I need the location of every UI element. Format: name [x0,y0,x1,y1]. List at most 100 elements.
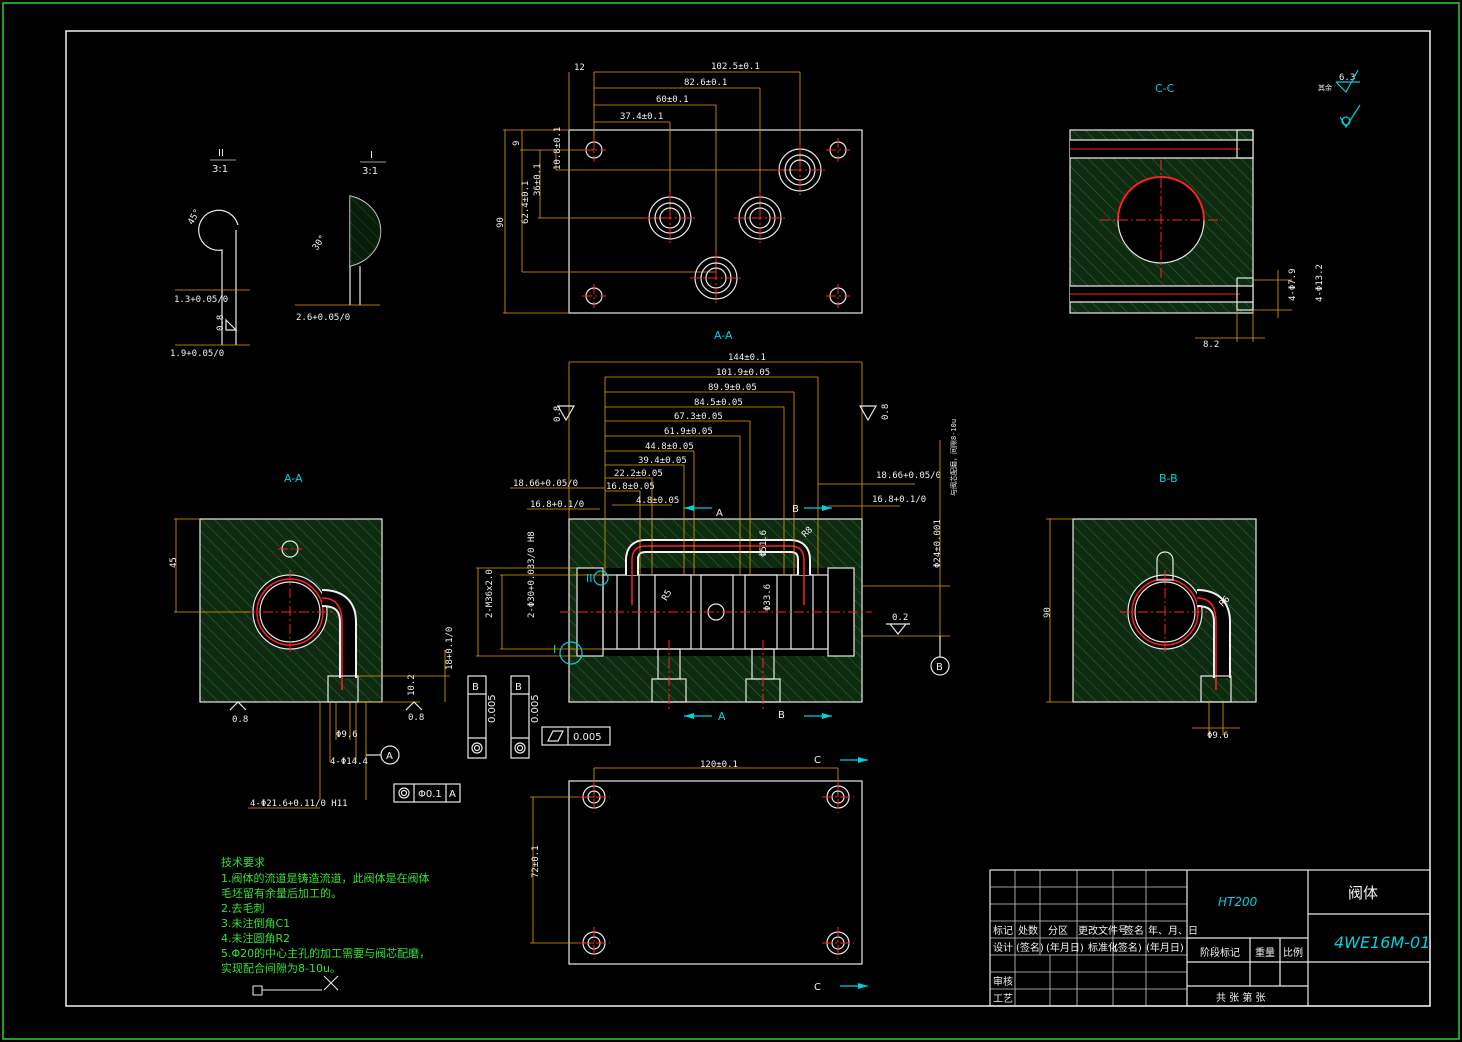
tb-row1-c4: 更改文件号 [1078,924,1128,937]
section-arrow-a-bottom: A [718,710,726,723]
main-dim-101: 101.9±0.05 [716,368,770,378]
ucs-icon [252,975,339,996]
notes-line-3: 2.去毛刺 [221,902,265,915]
bottom-hole-br [822,927,854,959]
aa-left-ra-1: 0.8 [232,715,248,725]
aa-left-dim-144: 4-Φ14.4 [330,757,368,767]
top-dim-108: 10.8±0.1 [553,127,563,170]
flatness-value: 0.005 [573,732,602,743]
detail-ii-scale: 3:1 [212,164,228,175]
top-hole-bl [582,284,606,308]
section-arrow-b-top: B [792,504,799,515]
notes-line-7: 实现配合间隙为8-10u。 [221,961,341,975]
main-ra-left: 0.8 [553,406,563,422]
main-dim-phi24: Φ24±0.001 [933,519,943,568]
top-port-4 [690,252,742,304]
top-dim-90: 90 [496,217,506,228]
main-ra-right: 0.8 [881,404,891,420]
cc-dim-82: 8.2 [1203,340,1219,350]
detail-ii-angle: 45° [186,208,203,227]
bottom-view: 120±0.1 72±0.1 C C [530,755,868,993]
detail-view-i: I 3:1 2.6+0.05/0 30° [295,150,386,323]
tb-row1-c3: 分区 [1048,925,1068,937]
main-dim-m36: 2-M36x2.0 [485,569,495,618]
aa-left-dim-45: 45 [169,557,179,568]
tol-value-2: 0.005 [530,694,541,723]
aa-left-dim-96: Φ9.6 [336,730,358,740]
notes-line-1: 1.阀体的流道是铸造流道，此阀体是在阀体 [221,871,430,885]
detail-marker-i: I [553,643,556,656]
top-hole-tl [582,138,606,162]
roughness-value: 6.3 [1339,73,1355,83]
tb-scale: 比例 [1283,946,1303,959]
aa-left-dim-18: 18+0.1/0 [445,627,455,670]
main-dim-4-8: 4.8±0.05 [636,496,679,506]
main-dim-right-168: 16.8+0.1/0 [872,495,926,505]
detail-ii-dim-1: 1.3+0.05/0 [174,295,228,305]
top-dim-102: 102.5±0.1 [711,62,760,72]
bottom-dim-72: 72±0.1 [531,845,541,878]
position-tol-value: Φ0.1 [418,789,442,800]
detail-ii-dim-2: 1.9+0.05/0 [170,349,224,359]
main-ra-02: 0.2 [892,613,908,623]
main-dim-84: 84.5±0.05 [694,398,743,408]
top-dim-60: 60±0.1 [656,95,689,105]
top-dim-82: 82.6±0.1 [684,78,727,88]
section-cc-view: C-C 4-Φ7.9 4-Φ13.2 8.2 [1069,82,1325,350]
top-dim-9: 9 [512,141,522,146]
detail-i-scale: 3:1 [362,166,378,177]
tolerance-frame-left-1: 0.005 B [467,675,498,759]
top-hole-tr [826,138,850,162]
main-dim-61: 61.9±0.05 [664,427,713,437]
top-port-2 [644,192,696,244]
section-arrow-b-bottom: B [778,710,785,721]
detail-ii-dim-3: 0.8 [216,315,226,331]
tb-row2-c2: (签名) [1016,941,1044,954]
tb-row1-c1: 标记 [993,925,1013,937]
inner-frame [65,30,1431,1007]
tb-row2-c6: (年月日) [1146,941,1184,954]
main-section-view: A-A [467,329,958,759]
section-aa-left-view: A-A 45 18+0.1/0 10.2 Φ9.6 4-Φ14.4 4-Φ21.… [169,472,461,809]
section-arrow-c-bottom: C [814,982,821,993]
top-port-1 [774,144,826,196]
main-dim-phi30: 2-Φ30+0.033/0 H8 [527,531,537,618]
tb-row1-c6: 年、月、日 [1148,924,1198,937]
tb-process: 工艺 [993,993,1013,1005]
main-section-title: A-A [714,329,733,342]
section-bb-view: B-B 90 R6 Φ9.6 [1043,472,1257,741]
top-dim-36: 36±0.1 [533,163,543,196]
tb-weight: 重量 [1255,946,1275,959]
aa-left-title: A-A [284,472,303,485]
main-dim-r5: R5 [660,588,674,602]
aa-left-datum-a: A [386,751,393,762]
main-dim-39: 39.4±0.05 [638,456,687,466]
notes-line-6: 5.Φ20的中心主孔的加工需要与阀芯配磨， [221,946,430,960]
bb-dim-96: Φ9.6 [1207,731,1229,741]
tb-sheets: 共 张 第 张 [1216,991,1266,1004]
aa-left-dim-102: 10.2 [407,674,417,696]
tb-drawing-no: 4WE16M-01 [1334,933,1430,952]
notes-line-5: 4.未注圆角R2 [221,931,290,945]
top-hole-br [826,284,850,308]
tb-row1-c5: 签名 [1124,924,1144,937]
main-dim-phi51: Φ51.6 [759,530,769,557]
aa-left-ra-2: 0.8 [408,713,424,723]
detail-view-ii: II 3:1 1.3+0.05/0 1.9+0.05/0 0.8 45° [170,148,250,359]
detail-i-dim-1: 2.6+0.05/0 [296,313,350,323]
detail-ii-title: II [218,148,224,159]
section-arrow-c-top: C [814,755,821,766]
main-dim-left-1866: 18.66+0.05/0 [513,479,578,489]
bottom-hole-tr [822,781,854,813]
flatness-frame: 0.005 [541,726,611,746]
main-dim-44: 44.8±0.05 [645,442,694,452]
tb-material: HT200 [1218,895,1258,909]
detail-i-angle: 30° [311,234,329,253]
main-dim-left-168: 16.8+0.1/0 [530,500,584,510]
notes-line-2: 毛坯留有余量后加工的。 [221,886,342,900]
tb-stage: 阶段标记 [1200,946,1240,959]
notes-line-4: 3.未注倒角C1 [221,916,290,930]
main-dim-right-1866: 18.66+0.05/0 [876,471,941,481]
notes-heading: 技术要求 [221,856,265,869]
